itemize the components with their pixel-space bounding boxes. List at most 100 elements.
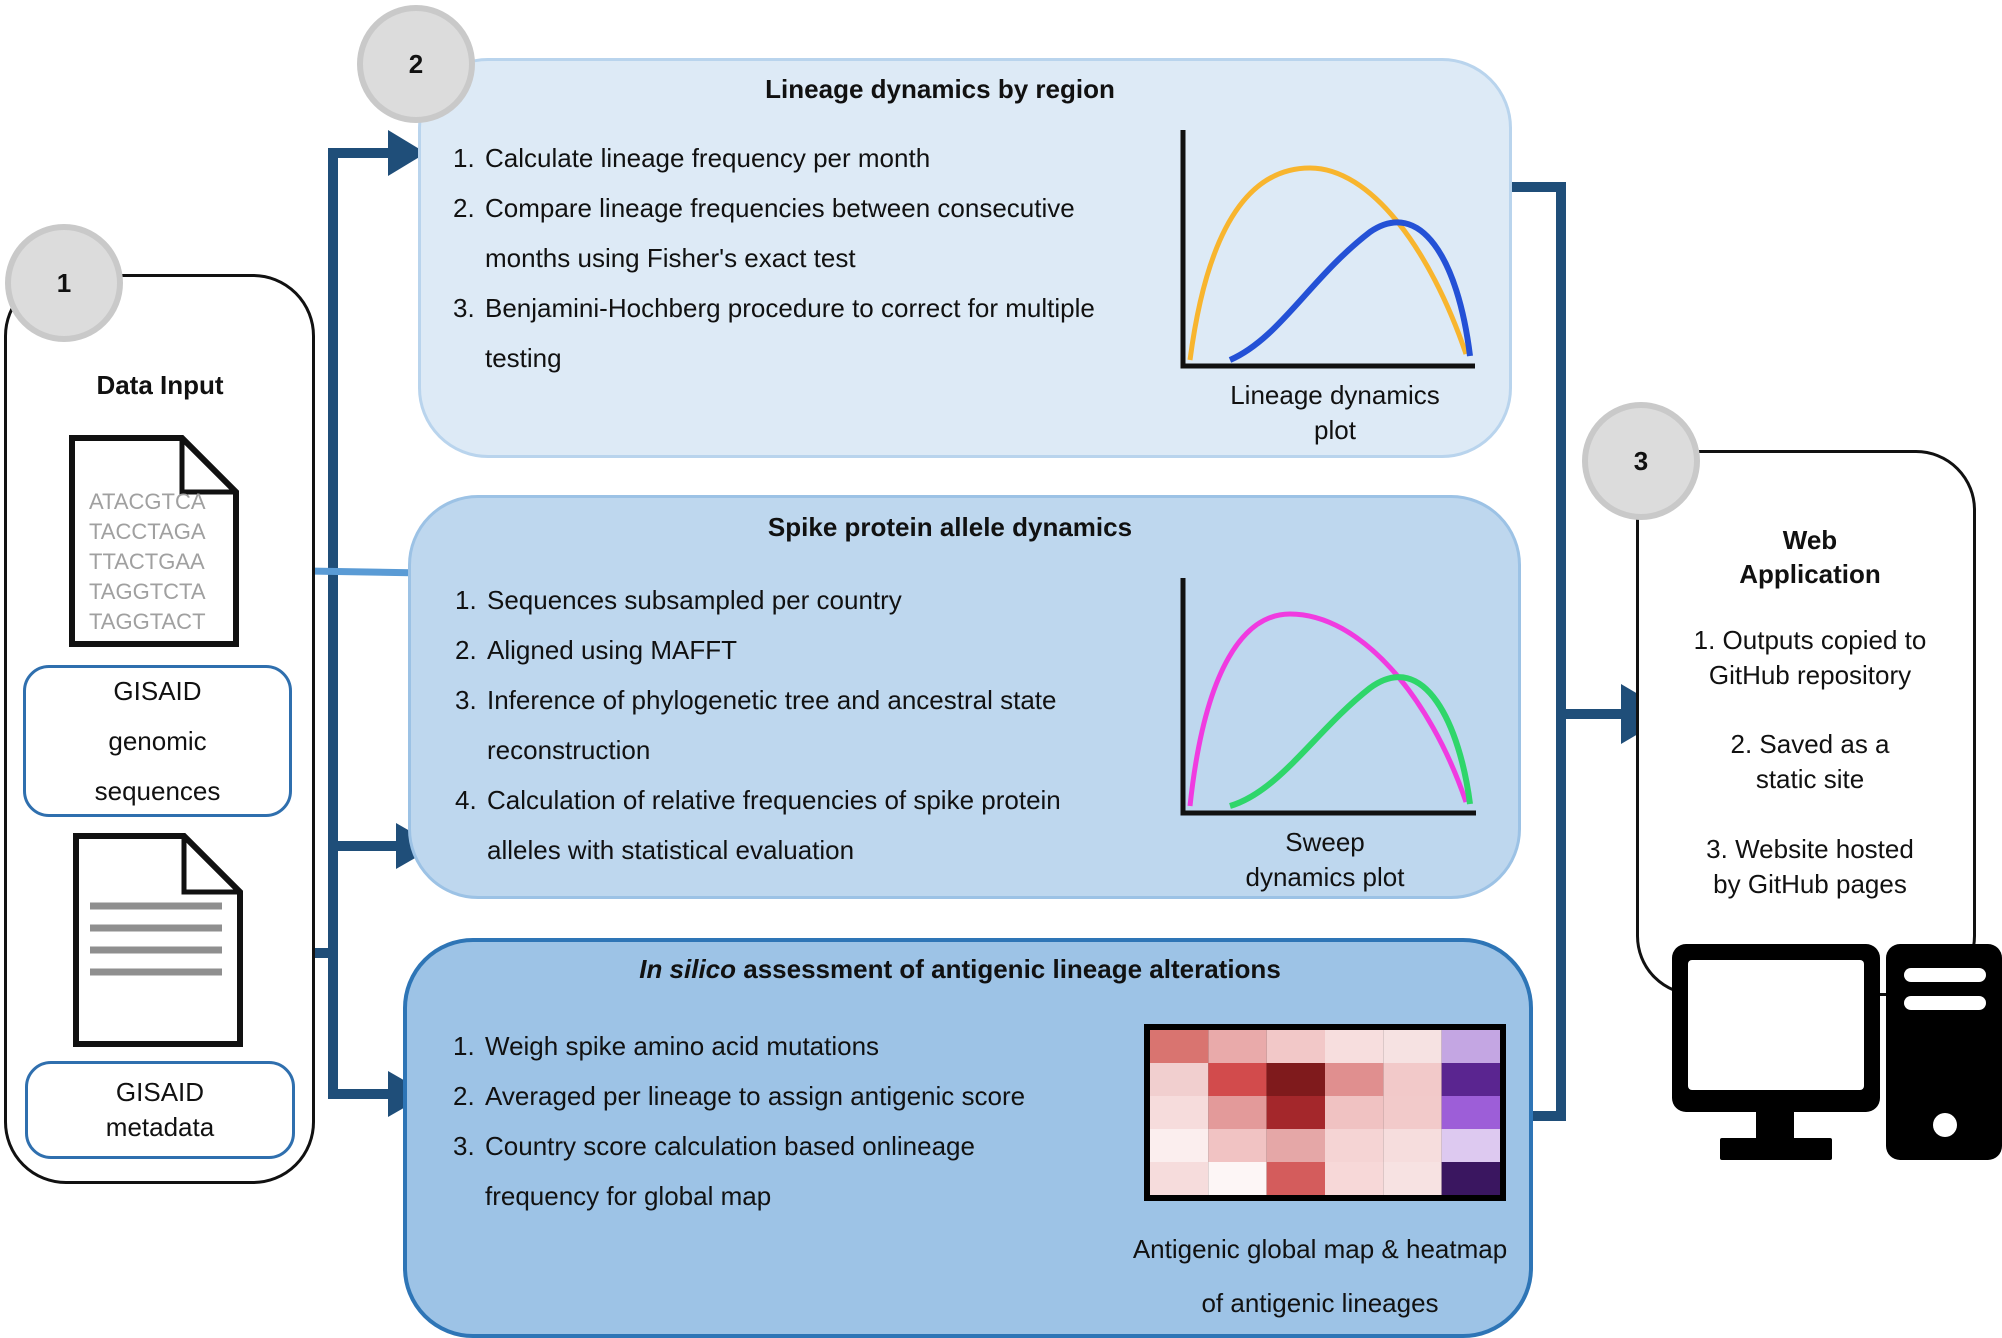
spike-step: 1. Sequences subsampled per country xyxy=(455,575,1135,625)
spike-allele-dynamics-panel xyxy=(408,495,1521,899)
heatmap-cell xyxy=(1441,1030,1500,1063)
web-step-line: by GitHub pages xyxy=(1713,869,1907,899)
heatmap-cell xyxy=(1325,1096,1384,1129)
heatmap-cell xyxy=(1150,1030,1209,1063)
antigenic-title: In silico assessment of antigenic lineag… xyxy=(500,954,1420,985)
lineage-step-text: Calculate lineage frequency per month xyxy=(485,143,931,173)
antigenic-title-italic: In silico xyxy=(639,954,737,984)
step-badge-3: 3 xyxy=(1582,402,1700,520)
spike-step-list: 1. Sequences subsampled per country 2. A… xyxy=(455,575,1135,875)
step-badge-2: 2 xyxy=(357,5,475,123)
web-application-title: Web Application xyxy=(1680,523,1940,591)
step-badge-1: 1 xyxy=(5,224,123,342)
antigenic-step-number: 1. xyxy=(453,1031,475,1061)
spike-step: 4. Calculation of relative frequencies o… xyxy=(455,775,1135,875)
sequence-file-icon xyxy=(69,435,239,647)
sequence-line: TAGGTACT xyxy=(89,609,206,634)
lineage-curve-a xyxy=(1187,165,1469,361)
heatmap-cell xyxy=(1208,1096,1267,1129)
web-step-1: 1. Outputs copied to GitHub repository xyxy=(1650,623,1970,693)
antigenic-step-number: 3. xyxy=(453,1131,475,1161)
spike-allele-title: Spike protein allele dynamics xyxy=(767,512,1133,542)
antigenic-step: 1. Weigh spike amino acid mutations xyxy=(453,1021,1093,1071)
heatmap-cell xyxy=(1325,1162,1384,1195)
lineage-dynamics-plot-icon xyxy=(1180,130,1475,369)
web-step-2: 2. Saved as a static site xyxy=(1650,727,1970,797)
antigenic-step-text: Weigh spike amino acid mutations xyxy=(485,1031,880,1061)
web-title-line: Application xyxy=(1739,559,1881,589)
antigenic-step: 2. Averaged per lineage to assign antige… xyxy=(453,1071,1093,1121)
spike-step-text: Sequences subsampled per country xyxy=(487,585,902,615)
web-step-3: 3. Website hosted by GitHub pages xyxy=(1650,832,1970,902)
sequence-lines: ATACGTCA TACCTAGA TTACTGAA TAGGTCTA TAGG… xyxy=(89,487,206,637)
lineage-step: 1. Calculate lineage frequency per month xyxy=(453,133,1143,183)
heatmap-cell xyxy=(1383,1030,1442,1063)
right-collector-line xyxy=(1512,182,1566,1121)
antigenic-plot-caption: Antigenic global map & heatmap of antige… xyxy=(1100,1222,1540,1330)
antigenic-step-list: 1. Weigh spike amino acid mutations 2. A… xyxy=(453,1021,1093,1221)
heatmap-cell xyxy=(1266,1162,1325,1195)
spike-step-number: 4. xyxy=(455,785,477,815)
antigenic-caption-line: of antigenic lineages xyxy=(1201,1288,1439,1318)
spike-step-number: 3. xyxy=(455,685,477,715)
web-step-line: static site xyxy=(1755,764,1865,794)
heatmap-cell xyxy=(1325,1030,1384,1063)
lineage-step-text: Compare lineage frequencies between cons… xyxy=(485,193,1075,273)
antigenic-step-text: Averaged per lineage to assign antigenic… xyxy=(485,1081,1026,1111)
spike-step: 3. Inference of phylogenetic tree and an… xyxy=(455,675,1135,775)
gisaid-genomic-sequences-box: GISAID genomic sequences xyxy=(23,665,292,817)
heatmap-cell xyxy=(1441,1063,1500,1096)
heatmap-cell xyxy=(1441,1096,1500,1129)
heatmap-cell xyxy=(1150,1129,1209,1162)
web-step-line: GitHub repository xyxy=(1708,660,1912,690)
lineage-step-number: 2. xyxy=(453,193,475,223)
heatmap-cell xyxy=(1208,1030,1267,1063)
lineage-caption-line: plot xyxy=(1314,415,1356,445)
heatmap-cell xyxy=(1441,1162,1500,1195)
heatmap-cell xyxy=(1208,1162,1267,1195)
tower-icon xyxy=(1886,944,2002,1160)
data-input-title: Data Input xyxy=(96,370,224,400)
antigenic-step: 3. Country score calculation based onlin… xyxy=(453,1121,1093,1221)
heatmap-cell xyxy=(1383,1129,1442,1162)
sweep-plot-caption: Sweep dynamics plot xyxy=(1170,825,1480,895)
heatmap-cell xyxy=(1325,1063,1384,1096)
web-step-line: 2. Saved as a xyxy=(1730,729,1890,759)
heatmap-cell xyxy=(1266,1096,1325,1129)
heatmap-cell xyxy=(1441,1129,1500,1162)
sequence-line: TTACTGAA xyxy=(89,549,205,574)
gisaid-metadata-box: GISAID metadata xyxy=(25,1061,295,1159)
sweep-curve-b xyxy=(1229,674,1473,809)
heatmap-cell xyxy=(1266,1063,1325,1096)
lineage-step-list: 1. Calculate lineage frequency per month… xyxy=(453,133,1143,383)
antigenic-step-number: 2. xyxy=(453,1081,475,1111)
sequence-line: TACCTAGA xyxy=(89,519,206,544)
sweep-curve-a xyxy=(1187,611,1469,807)
spike-step-text: Inference of phylogenetic tree and ances… xyxy=(487,685,1057,765)
lineage-step-number: 1. xyxy=(453,143,475,173)
heatmap-cell xyxy=(1266,1129,1325,1162)
sweep-dynamics-plot-icon xyxy=(1180,578,1476,816)
heatmap-cell xyxy=(1266,1030,1325,1063)
lineage-dynamics-title: Lineage dynamics by region xyxy=(765,74,1115,104)
heatmap-cell xyxy=(1208,1063,1267,1096)
sweep-caption-line: dynamics plot xyxy=(1245,862,1405,892)
heatmap-cell xyxy=(1325,1129,1384,1162)
spike-step-number: 2. xyxy=(455,635,477,665)
arrowhead-lineage xyxy=(388,130,426,176)
sweep-caption-line: Sweep xyxy=(1285,827,1365,857)
spike-step-number: 1. xyxy=(455,585,477,615)
heatmap-cell xyxy=(1150,1063,1209,1096)
heatmap-cell xyxy=(1150,1162,1209,1195)
lineage-dynamics-panel xyxy=(418,58,1512,458)
sequence-line: ATACGTCA xyxy=(89,489,206,514)
heatmap-cell xyxy=(1383,1063,1442,1096)
lineage-step: 3. Benjamini-Hochberg procedure to corre… xyxy=(453,283,1143,383)
spike-step-text: Aligned using MAFFT xyxy=(487,635,737,665)
antigenic-title-rest: assessment of antigenic lineage alterati… xyxy=(736,954,1281,984)
heatmap-cell xyxy=(1208,1129,1267,1162)
monitor-icon xyxy=(1672,944,1880,1160)
heatmap-cell xyxy=(1150,1096,1209,1129)
web-step-line: 1. Outputs copied to xyxy=(1693,625,1927,655)
lineage-caption-line: Lineage dynamics xyxy=(1230,380,1440,410)
